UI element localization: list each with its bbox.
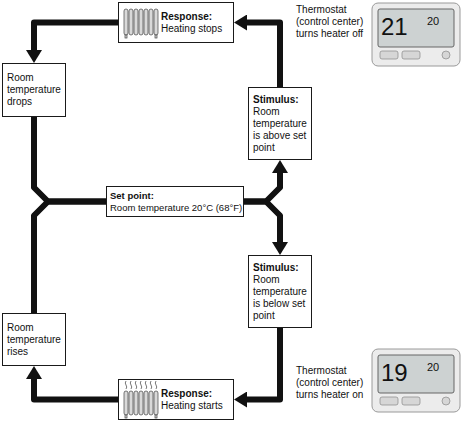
thermostat-screen <box>378 9 454 47</box>
display-number: 21 <box>381 14 413 40</box>
stimulus-box: Stimulus:Room temperature is above set p… <box>248 87 312 160</box>
flow-arrow <box>34 23 118 51</box>
thermostat-button <box>380 51 398 59</box>
box-text: Room temperature is below set point <box>253 274 308 322</box>
box-heading: Response: <box>161 388 230 400</box>
thermostat-device <box>372 3 460 66</box>
event-box: Room temperature rises <box>2 313 66 366</box>
thermostat-body <box>372 349 460 412</box>
annotation-text: Thermostat (control center) turns heater… <box>296 365 372 401</box>
thermostat-button <box>442 397 450 405</box>
flow-arrow <box>34 202 106 314</box>
box-text: Room temperature 20°C (68°F) <box>110 202 241 214</box>
connector-group <box>34 23 280 400</box>
display-number: 20 <box>427 15 447 27</box>
flow-arrow <box>244 202 280 243</box>
display-number: 20 <box>427 361 447 373</box>
box-text: Heating starts <box>161 400 230 412</box>
thermostat-device <box>372 349 460 412</box>
flow-arrow <box>34 379 118 400</box>
box-heading: Response: <box>161 11 230 23</box>
response-box: Response:Heating stops <box>118 2 234 43</box>
flow-arrow <box>247 328 280 400</box>
annotation-text: Thermostat (control center) turns heater… <box>296 4 372 40</box>
box-text: Room temperature rises <box>7 322 62 358</box>
stimulus-box: Stimulus:Room temperature is below set p… <box>248 255 312 328</box>
display-number: 19 <box>381 360 413 386</box>
box-heading: Stimulus: <box>253 94 308 106</box>
flow-arrow <box>34 117 106 202</box>
setpoint-box: Set point:Room temperature 20°C (68°F) <box>106 186 244 217</box>
box-heading: Stimulus: <box>253 262 308 274</box>
response-box: Response:Heating starts <box>118 379 234 420</box>
thermostat-body <box>372 3 460 66</box>
event-box: Room temperature drops <box>2 63 66 117</box>
thermostat-screen <box>378 355 454 393</box>
flow-arrow <box>247 23 280 88</box>
box-heading: Set point: <box>110 190 241 202</box>
box-text: Heating stops <box>161 23 230 35</box>
box-text: Room temperature is above set point <box>253 106 308 154</box>
thermostat-button <box>402 51 420 59</box>
box-text: Room temperature drops <box>7 72 62 108</box>
thermostat-button <box>402 397 420 405</box>
flow-arrow <box>244 173 280 202</box>
thermostat-button <box>380 397 398 405</box>
thermostat-button <box>442 51 450 59</box>
